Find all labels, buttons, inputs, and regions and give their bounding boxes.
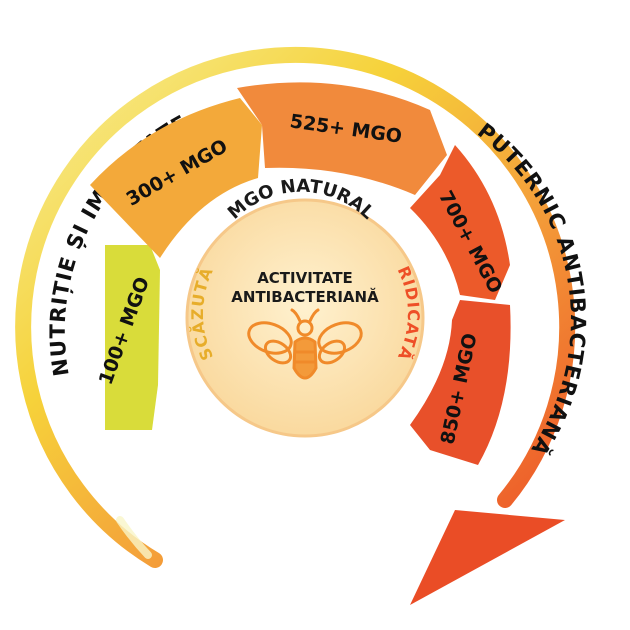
segment-525-shape — [237, 82, 447, 195]
segment-700-shape — [410, 145, 510, 300]
center-line-1: ACTIVITATE — [257, 269, 353, 287]
segment-850-shape — [410, 300, 511, 465]
segment-525: 525+ MGO — [237, 82, 447, 195]
segment-850: 850+ MGO — [410, 300, 511, 465]
segment-300-shape — [90, 98, 262, 258]
arrow-head-icon — [410, 510, 565, 605]
segment-300: 300+ MGO — [90, 98, 262, 258]
outer-arrow — [15, 46, 576, 605]
segment-100: 100+ MGO — [95, 245, 160, 430]
segment-100-shape — [105, 245, 160, 430]
center-badge: MGO NATURAL ACTIVITATE ANTIBACTERIANĂ SC… — [185, 176, 425, 438]
bee-icon — [247, 308, 363, 380]
center-line-2: ANTIBACTERIANĂ — [231, 287, 379, 306]
